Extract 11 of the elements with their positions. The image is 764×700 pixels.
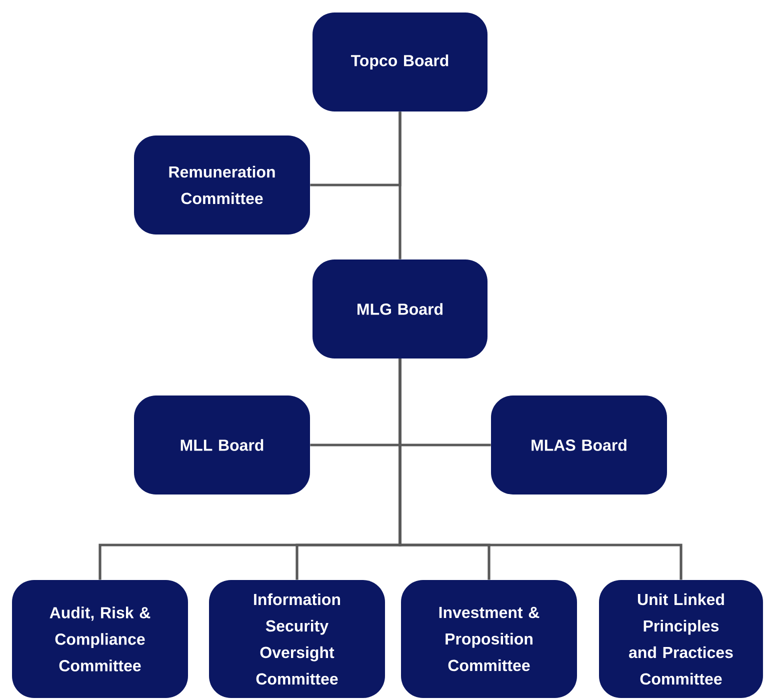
- board-box: Topco Board: [312, 12, 488, 112]
- connector-line: [398, 112, 402, 260]
- board-box: Remuneration Committee: [134, 136, 310, 234]
- board-box: Information Security Oversight Committee: [209, 580, 385, 698]
- board-box: Investment & Proposition Committee: [401, 580, 577, 698]
- board-box: MLAS Board: [491, 396, 667, 494]
- board-box: MLL Board: [134, 396, 310, 494]
- board-box: MLG Board: [312, 260, 488, 358]
- board-box: Unit Linked Principles and Practices Committee: [599, 580, 763, 698]
- board-box: Audit, Risk & Compliance Committee: [12, 580, 188, 698]
- connector-line: [398, 358, 682, 580]
